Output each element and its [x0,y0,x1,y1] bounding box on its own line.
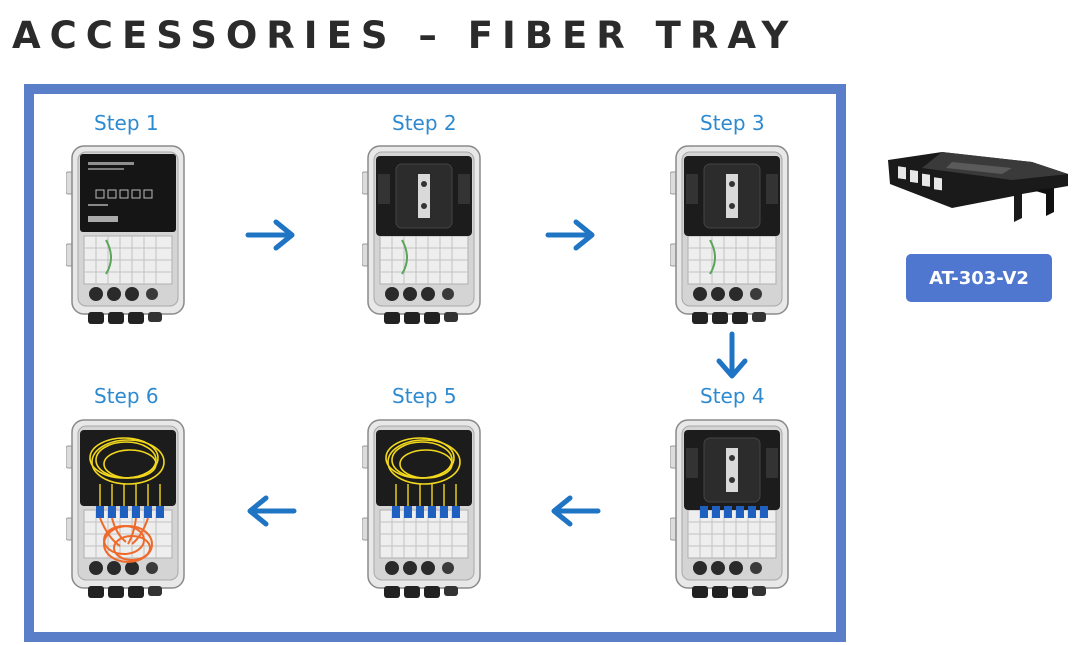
step-6-label: Step 6 [94,384,159,408]
step-1-enclosure-icon [66,144,188,326]
arrow-right-icon [245,219,295,251]
arrow-left-icon [247,495,297,527]
step-3-enclosure-icon [670,144,792,326]
step-3-label: Step 3 [700,111,765,135]
step-4-enclosure-icon [670,418,792,600]
step-4-label: Step 4 [700,384,765,408]
step-2-enclosure-icon [362,144,484,326]
step-6-enclosure-icon [66,418,188,600]
product-code-button[interactable]: AT-303-V2 [906,254,1052,302]
step-5-label: Step 5 [392,384,457,408]
arrow-right-icon [545,219,595,251]
arrow-down-icon [716,331,748,379]
page-title: ACCESSORIES – FIBER TRAY [12,14,798,57]
arrow-left-icon [551,495,601,527]
fiber-tray-product-icon [888,152,1068,222]
step-1-label: Step 1 [94,111,159,135]
step-2-label: Step 2 [392,111,457,135]
step-5-enclosure-icon [362,418,484,600]
